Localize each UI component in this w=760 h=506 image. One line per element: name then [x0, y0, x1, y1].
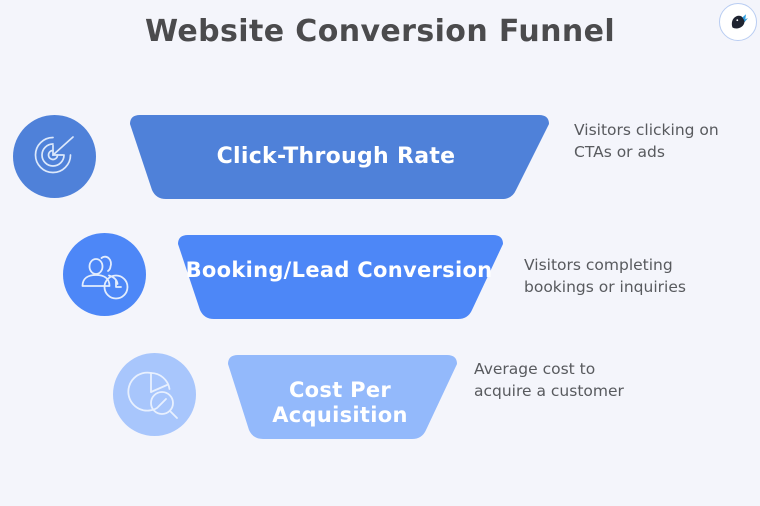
brand-logo[interactable]	[719, 3, 757, 41]
funnel-stage-row-1: Click-Through Rate Visitors clicking on …	[0, 100, 760, 210]
pie-chart-search-icon	[113, 353, 196, 436]
funnel-segment-2-description: Visitors completing bookings or inquirie…	[524, 256, 686, 296]
funnel-segment-2-shape	[178, 235, 503, 319]
funnel-stage-row-3: Cost Per Acquisition Average cost to acq…	[0, 340, 760, 450]
brand-logo-mark	[731, 14, 748, 29]
funnel-segment-3[interactable]	[218, 354, 458, 444]
users-clock-icon	[63, 233, 146, 316]
funnel-segment-3-description: Average cost to acquire a customer	[474, 360, 624, 400]
pie-chart-search-icon-glyph	[126, 371, 178, 419]
funnel-stage-row-2: Booking/Lead Conversion Visitors complet…	[0, 220, 760, 330]
funnel-segment-1-shape	[130, 115, 549, 199]
funnel-segment-2[interactable]	[168, 234, 504, 324]
target-arrow-icon	[13, 115, 96, 198]
funnel-segment-1[interactable]	[118, 114, 550, 204]
target-arrow-icon-glyph	[34, 135, 74, 173]
funnel-segment-3-shape	[228, 355, 457, 439]
users-clock-icon-glyph	[81, 255, 128, 299]
page-title: Website Conversion Funnel	[144, 14, 616, 49]
funnel-segment-1-description: Visitors clicking on CTAs or ads	[574, 121, 719, 161]
